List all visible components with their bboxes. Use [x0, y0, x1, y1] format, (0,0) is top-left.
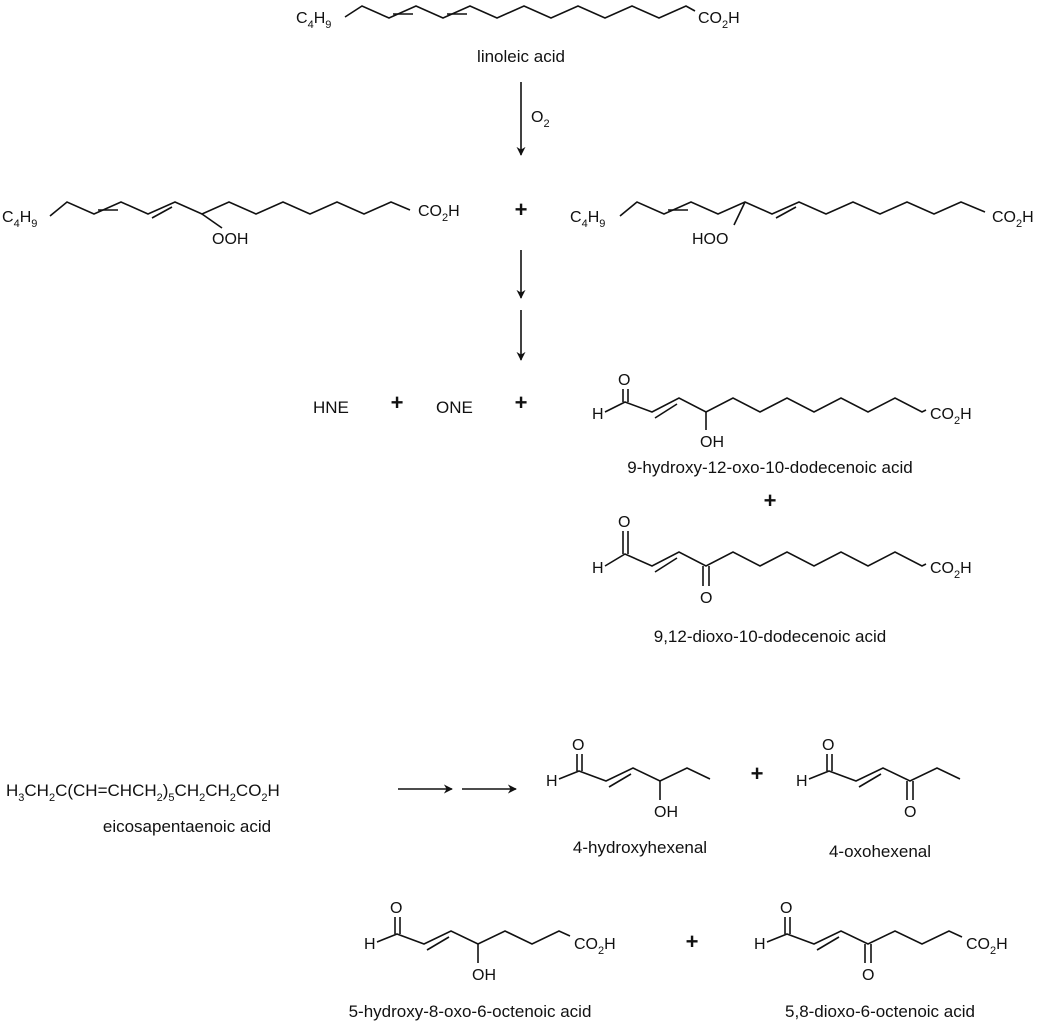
carboxyl-group: CO2H — [992, 209, 1034, 230]
carboxyl-group: CO2H — [418, 203, 460, 224]
carboxyl-group: CO2H — [930, 406, 972, 427]
label-eicosapentaenoic: eicosapentaenoic acid — [103, 817, 271, 836]
c4h9-group: C4H9 — [2, 209, 37, 230]
hydroxyl-group: OH — [654, 804, 678, 821]
label-dioxo-octenoic: 5,8-dioxo-6-octenoic acid — [785, 1002, 975, 1021]
label-linoleic-acid: linoleic acid — [477, 47, 565, 66]
aldehyde-oxygen: O — [572, 737, 584, 754]
carboxyl-group: CO2H — [966, 936, 1008, 957]
linoleic-acid-structure: C4H9 CO2H — [296, 5, 740, 31]
ketone-oxygen: O — [904, 804, 916, 821]
c4h9-group: C4H9 — [296, 10, 331, 31]
hydroxy-oxo-octenoic-structure: O H OH CO2H — [364, 900, 616, 984]
hoo-bond — [733, 201, 746, 226]
hydroperoxide-chain — [49, 201, 411, 217]
dioxo-octenoic-structure: O H O CO2H — [754, 900, 1008, 984]
hydroperoxide-chain — [619, 201, 986, 217]
hydroxyhexenal-structure: O H OH — [546, 737, 711, 821]
label-hydroxyhexenal: 4-hydroxyhexenal — [573, 838, 707, 857]
plus-sign: + — [751, 761, 764, 786]
plus-sign: + — [515, 390, 528, 415]
c4h9-group: C4H9 — [570, 209, 605, 230]
plus-sign: + — [764, 488, 777, 513]
label-hydroxy-oxo-dodecenoic: 9-hydroxy-12-oxo-10-dodecenoic acid — [627, 458, 912, 477]
dioxo-chain — [604, 551, 927, 567]
ketone-oxygen: O — [862, 967, 874, 984]
trans-double-bond — [654, 403, 678, 419]
ooh-group: OOH — [212, 231, 248, 248]
aldehyde-oxygen: O — [780, 900, 792, 917]
plus-sign: + — [686, 929, 699, 954]
aldehyde-hydrogen: H — [546, 773, 558, 790]
hydroxy-oxo-octenoic-chain — [376, 930, 571, 945]
trans-double-bond — [151, 206, 173, 219]
trans-double-bond — [426, 936, 450, 951]
hydroxyl-group: OH — [472, 967, 496, 984]
aldehyde-oxygen: O — [618, 372, 630, 389]
linoleic-chain — [344, 5, 696, 19]
epa-formula: H3CH2C(CH=CHCH2)5CH2CH2CO2H — [6, 781, 280, 804]
one-label: ONE — [436, 398, 473, 417]
carboxyl-group: CO2H — [698, 10, 740, 31]
aldehyde-hydrogen: H — [364, 936, 376, 953]
plus-sign: + — [391, 390, 404, 415]
trans-double-bond — [775, 206, 797, 219]
oxohexenal-chain — [808, 767, 961, 782]
label-oxohexenal: 4-oxohexenal — [829, 842, 931, 861]
trans-double-bond — [654, 557, 678, 573]
trans-double-bond — [816, 936, 840, 951]
aldehyde-oxygen: O — [822, 737, 834, 754]
hydroxy-oxo-chain — [604, 397, 927, 413]
ooh-bond — [201, 213, 223, 229]
carboxyl-group: CO2H — [930, 560, 972, 581]
hydroxyhexenal-chain — [558, 767, 711, 782]
dioxo-dodecenoic-structure: O H O CO2H — [592, 514, 972, 607]
aldehyde-hydrogen: H — [796, 773, 808, 790]
hydroperoxide-13-structure: C4H9 OOH CO2H — [2, 201, 460, 248]
hne-label: HNE — [313, 398, 349, 417]
aldehyde-hydrogen: H — [754, 936, 766, 953]
trans-double-bond — [858, 773, 882, 788]
ketone-oxygen: O — [700, 590, 712, 607]
aldehyde-hydrogen: H — [592, 560, 604, 577]
plus-sign: + — [515, 197, 528, 222]
carboxyl-group: CO2H — [574, 936, 616, 957]
reagent-o2: O2 — [531, 109, 550, 130]
dioxo-octenoic-chain — [766, 930, 963, 945]
hydroperoxide-9-structure: C4H9 HOO CO2H — [570, 201, 1034, 248]
oxohexenal-structure: O H O — [796, 737, 961, 821]
aldehyde-oxygen: O — [618, 514, 630, 531]
label-hydroxy-oxo-octenoic: 5-hydroxy-8-oxo-6-octenoic acid — [349, 1002, 592, 1021]
hoo-group: HOO — [692, 231, 728, 248]
hydroxyl-group: OH — [700, 434, 724, 451]
label-dioxo-dodecenoic: 9,12-dioxo-10-dodecenoic acid — [654, 627, 887, 646]
aldehyde-oxygen: O — [390, 900, 402, 917]
aldehyde-hydrogen: H — [592, 406, 604, 423]
hydroxy-oxo-dodecenoic-structure: O H OH CO2H — [592, 372, 972, 451]
trans-double-bond — [608, 773, 632, 788]
